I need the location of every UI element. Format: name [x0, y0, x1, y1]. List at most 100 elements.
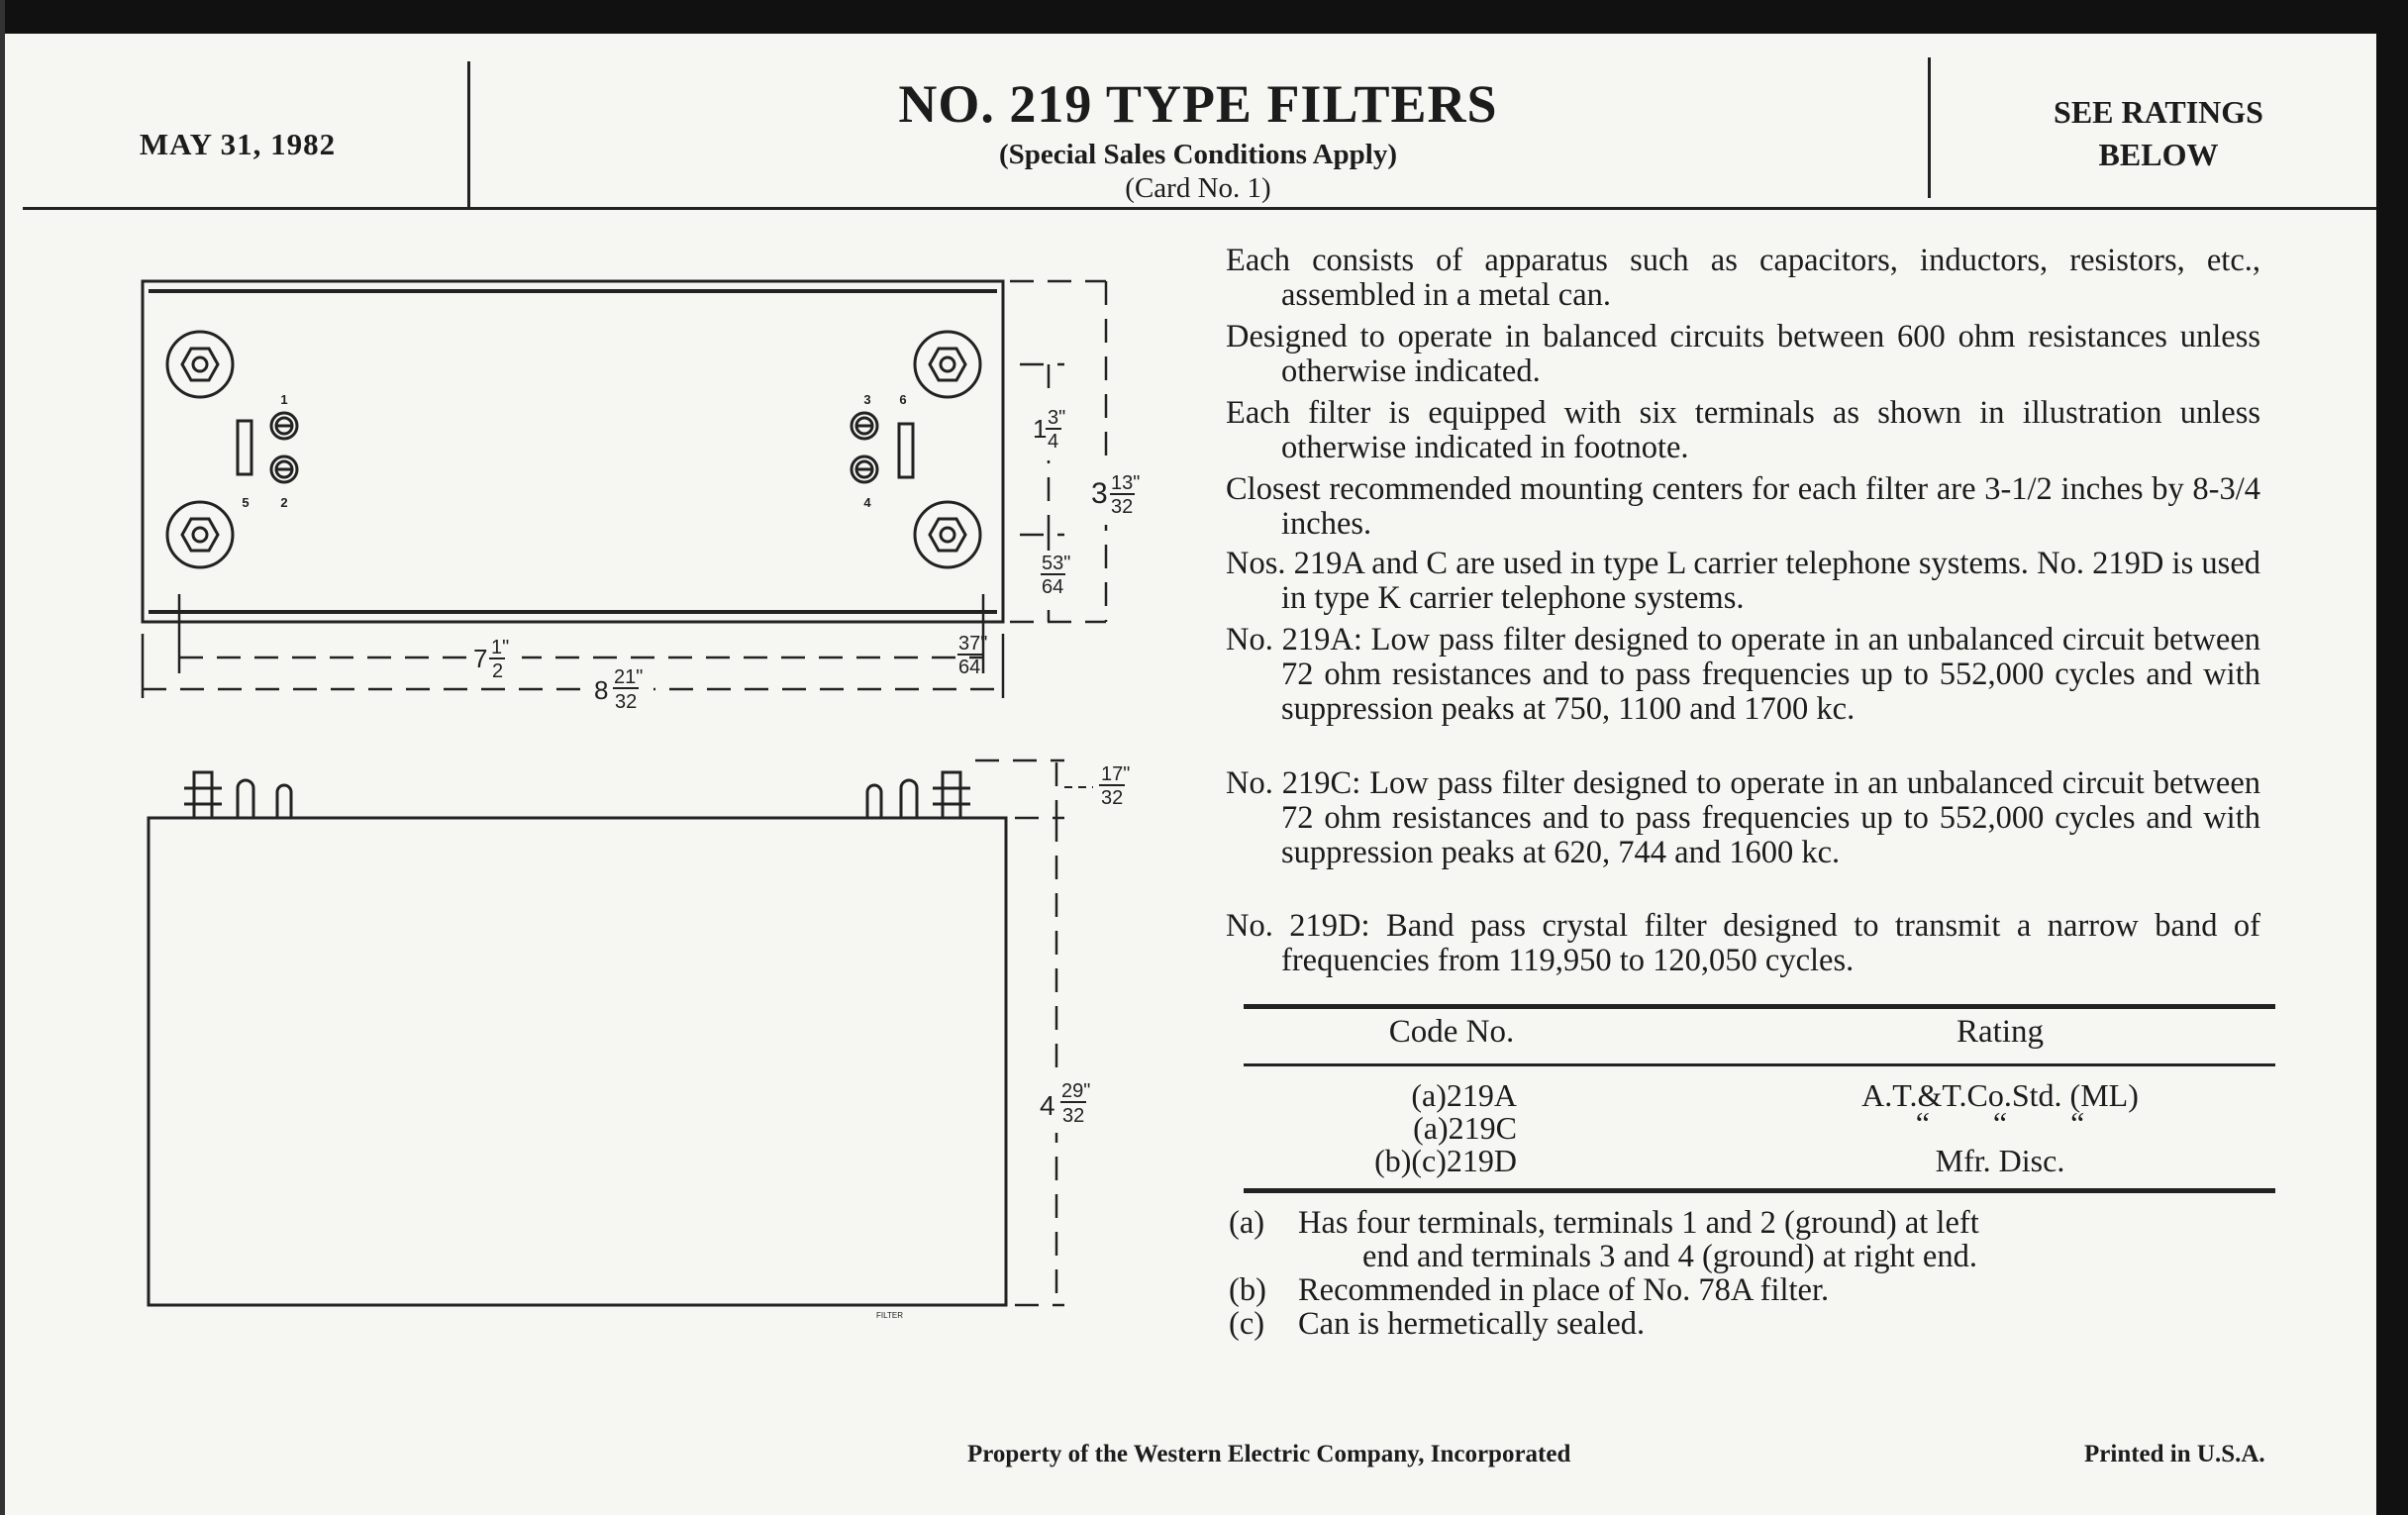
dim-mount-vertical: 1 3" 4	[1030, 401, 1079, 460]
svg-text:37": 37"	[958, 633, 987, 655]
rating-note-line1: SEE RATINGS	[2054, 94, 2263, 130]
can-outline-side-view	[147, 816, 1008, 1307]
footnote-text: Has four terminals, terminals 1 and 2 (g…	[1298, 1205, 1979, 1241]
dim-length-total: 8 21" 32	[590, 666, 653, 713]
footnote-mark: (a)	[1229, 1205, 1265, 1241]
svg-text:2: 2	[492, 660, 503, 682]
terminal-screw-icon	[269, 411, 299, 441]
table-top-rule	[1244, 1004, 2275, 1009]
table-header-rule	[1244, 1063, 2275, 1066]
terminal-lug-icon	[236, 419, 253, 476]
mounting-nut-icon	[913, 330, 982, 399]
mounting-nut-icon	[165, 500, 235, 569]
table-row-code: (b)(c)219D	[1374, 1143, 1517, 1178]
terminal-post-icon	[933, 770, 970, 820]
dim-end-offset: 37" 64	[957, 633, 987, 678]
footnote-c: (c) Can is hermetically sealed.	[1229, 1307, 2278, 1341]
description-paragraph: Each consists of apparatus such as capac…	[1226, 243, 2260, 313]
footnote-text: Can is hermetically sealed.	[1298, 1306, 1646, 1342]
terminal-lug-icon	[897, 422, 915, 479]
can-outline-top-view	[141, 279, 1005, 624]
rating-note: SEE RATINGS BELOW	[1941, 91, 2376, 176]
table-row-rating: Mfr. Disc.	[1935, 1143, 2065, 1178]
description-paragraph: Nos. 219A and C are used in type L carri…	[1226, 546, 2260, 616]
svg-text:8: 8	[594, 675, 608, 705]
footer-property: Property of the Western Electric Company…	[967, 1441, 1571, 1467]
top-view-can	[141, 279, 1005, 624]
dimension-labels: 3 13" 32 1 3" 4 53" 64 7 1" 2 37"	[470, 401, 1149, 1320]
svg-text:32: 32	[1062, 1105, 1084, 1127]
terminal-label: 2	[280, 495, 287, 510]
table-row-code: (a)219C	[1413, 1110, 1517, 1146]
description-paragraph: No. 219A: Low pass filter designed to op…	[1226, 622, 2260, 727]
svg-text:21": 21"	[614, 666, 643, 688]
solder-lug-icon	[236, 778, 255, 818]
rating-note-line2: BELOW	[2098, 137, 2219, 172]
svg-text:32: 32	[1101, 787, 1123, 809]
dimension-lines-side-view	[975, 758, 1064, 1307]
svg-text:1": 1"	[491, 637, 509, 658]
header-divider-left	[467, 61, 470, 210]
terminal-label: 5	[242, 495, 249, 510]
terminal-label: 6	[899, 392, 906, 407]
side-view-can	[147, 770, 1008, 1307]
scan-border-left	[0, 0, 5, 1515]
footnote-text: Recommended in place of No. 78A filter.	[1298, 1272, 1830, 1308]
description-paragraph: Closest recommended mounting centers for…	[1226, 471, 2260, 542]
solder-lug-icon	[899, 778, 919, 818]
solder-lug-icon	[865, 783, 883, 818]
column-header-code: Code No.	[1388, 1014, 1515, 1050]
scan-border-right	[2376, 0, 2408, 1515]
mounting-nut-icon	[165, 330, 235, 399]
scan-border-top	[0, 0, 2408, 34]
description-paragraph: No. 219C: Low pass filter designed to op…	[1226, 765, 2260, 870]
column-header-rating: Rating	[1956, 1014, 2044, 1050]
dim-terminal-height: 17" 32	[1064, 763, 1130, 809]
terminal-screw-icon	[850, 411, 879, 441]
footnote-b: (b) Recommended in place of No. 78A filte…	[1229, 1273, 2278, 1307]
description-paragraph: Each filter is equipped with six termina…	[1226, 395, 2260, 465]
svg-text:4: 4	[1040, 1090, 1055, 1121]
table-row-code: (a)219A	[1411, 1077, 1517, 1113]
svg-text:3": 3"	[1048, 407, 1065, 429]
svg-text:53": 53"	[1042, 553, 1070, 574]
table-bottom-rule	[1244, 1188, 2275, 1193]
solder-lug-icon	[275, 783, 293, 818]
header-rule	[23, 207, 2376, 210]
terminal-label: 1	[280, 392, 287, 407]
extension-lines	[141, 594, 1005, 698]
terminal-label: 3	[863, 392, 870, 407]
card-number: (Card No. 1)	[1125, 172, 1271, 204]
page-subtitle: (Special Sales Conditions Apply)	[998, 139, 1398, 170]
svg-text:17": 17"	[1101, 763, 1130, 785]
footnote-mark: (c)	[1229, 1306, 1265, 1342]
table-row-rating: A.T.&T.Co.Std. (ML)	[1861, 1077, 2139, 1113]
dim-mount-horizontal: 7 1" 2	[470, 637, 522, 682]
svg-text:32: 32	[615, 691, 637, 713]
svg-text:32: 32	[1111, 496, 1133, 518]
footnote-mark: (b)	[1229, 1272, 1266, 1308]
mounting-nut-icon	[913, 500, 982, 569]
description-paragraph: Designed to operate in balanced circuits…	[1226, 319, 2260, 389]
dimension-lines-top-view	[143, 279, 1108, 691]
svg-text:1: 1	[1033, 414, 1047, 444]
svg-text:3: 3	[1091, 477, 1108, 510]
dim-can-height: 4 29" 32	[1038, 1075, 1105, 1133]
footer-printed: Printed in U.S.A.	[2084, 1441, 2265, 1467]
issue-date: MAY 31, 1982	[139, 127, 337, 161]
footnote-a: (a) Has four terminals, terminals 1 and 2…	[1229, 1206, 2278, 1273]
terminal-screw-icon	[850, 454, 879, 484]
svg-text:29": 29"	[1061, 1080, 1090, 1102]
svg-text:7: 7	[473, 644, 487, 673]
terminal-post-icon	[184, 770, 222, 820]
footnote-text-continued: end and terminals 3 and 4 (ground) at ri…	[1362, 1239, 1977, 1274]
terminal-screw-icon	[269, 454, 299, 484]
table-row-rating: “ “ “	[1915, 1105, 2085, 1141]
svg-text:13": 13"	[1111, 472, 1140, 494]
svg-text:4: 4	[1048, 431, 1058, 453]
terminal-label: 4	[863, 495, 871, 510]
svg-text:64: 64	[958, 656, 980, 678]
description-paragraph: No. 219D: Band pass crystal filter desig…	[1226, 908, 2260, 978]
header-divider-right	[1928, 57, 1931, 198]
